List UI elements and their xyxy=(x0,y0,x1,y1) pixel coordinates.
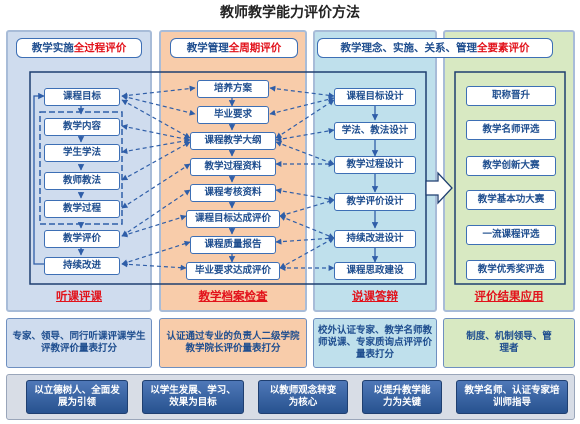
node-title-promotion: 职称晋升 xyxy=(466,86,556,106)
node-assessment-materials: 课程考核资料 xyxy=(190,184,276,202)
node-famous-teacher: 教学名师评选 xyxy=(466,120,556,140)
desc-application: 制度、机制领导、管理者 xyxy=(443,318,575,368)
principle-student-development: 以学生发展、学习、效果为目标 xyxy=(142,380,244,414)
node-quality-report: 课程质量报告 xyxy=(190,236,276,254)
node-objective-achievement: 课程目标达成评价 xyxy=(186,210,280,228)
node-graduation-achievement: 毕业要求达成评价 xyxy=(186,262,280,280)
node-basic-skill-contest: 教学基本功大赛 xyxy=(466,190,556,210)
node-graduation-requirement: 毕业要求 xyxy=(197,106,269,124)
header-concept: 教学理念、实施、关系、管理全要素评价 xyxy=(317,38,553,58)
principle-teaching-ability: 以提升教学能力为关键 xyxy=(362,380,442,414)
node-teaching-content: 教学内容 xyxy=(44,118,120,136)
principle-moral-education: 以立德树人、全面发展为引领 xyxy=(26,380,128,414)
footer-result-application: 评价结果应用 xyxy=(474,289,544,303)
header-implementation: 教学实施全过程评价 xyxy=(16,38,142,58)
footer-archive-check: 教学档案检查 xyxy=(198,289,268,303)
node-objective-design: 课程目标设计 xyxy=(334,88,416,106)
node-teaching-evaluation: 教学评价 xyxy=(44,230,120,248)
node-syllabus: 课程教学大纲 xyxy=(190,132,276,150)
header-management: 教学管理全周期评价 xyxy=(170,38,298,58)
node-process-materials: 教学过程资料 xyxy=(190,158,276,176)
node-improvement-design: 持续改进设计 xyxy=(334,230,416,248)
node-innovation-contest: 教学创新大赛 xyxy=(466,156,556,176)
principle-teacher-concept: 以教师观念转变为核心 xyxy=(258,380,348,414)
node-student-learning: 学生学法 xyxy=(44,144,120,162)
node-teacher-method: 教师教法 xyxy=(44,172,120,190)
node-method-design: 学法、教法设计 xyxy=(334,122,416,140)
node-training-plan: 培养方案 xyxy=(197,80,269,98)
node-teaching-process: 教学过程 xyxy=(44,200,120,218)
page-title: 教师教学能力评价方法 xyxy=(220,5,360,21)
node-first-class-course: 一流课程评选 xyxy=(466,225,556,245)
node-excellence-award: 教学优秀奖评选 xyxy=(466,260,556,280)
principle-expert-guidance: 教学名师、认证专家培训师指导 xyxy=(456,380,568,414)
footer-lecture-evaluation: 听课评课 xyxy=(56,289,102,303)
node-ideological-construction: 课程思政建设 xyxy=(334,262,416,280)
node-process-design: 教学过程设计 xyxy=(334,156,416,174)
node-evaluation-design: 教学评价设计 xyxy=(334,193,416,211)
footer-lecture-defense: 说课答辩 xyxy=(352,289,398,303)
desc-concept: 校外认证专家、教学名师教师说课、专家质询点评评价量表打分 xyxy=(313,318,437,368)
desc-implementation: 专家、领导、同行听课评课学生评教评价量表打分 xyxy=(6,318,152,368)
node-course-objective: 课程目标 xyxy=(44,88,120,106)
desc-management: 认证通过专业的负责人二级学院教学院长评价量表打分 xyxy=(159,318,307,368)
node-continuous-improvement: 持续改进 xyxy=(44,257,120,275)
